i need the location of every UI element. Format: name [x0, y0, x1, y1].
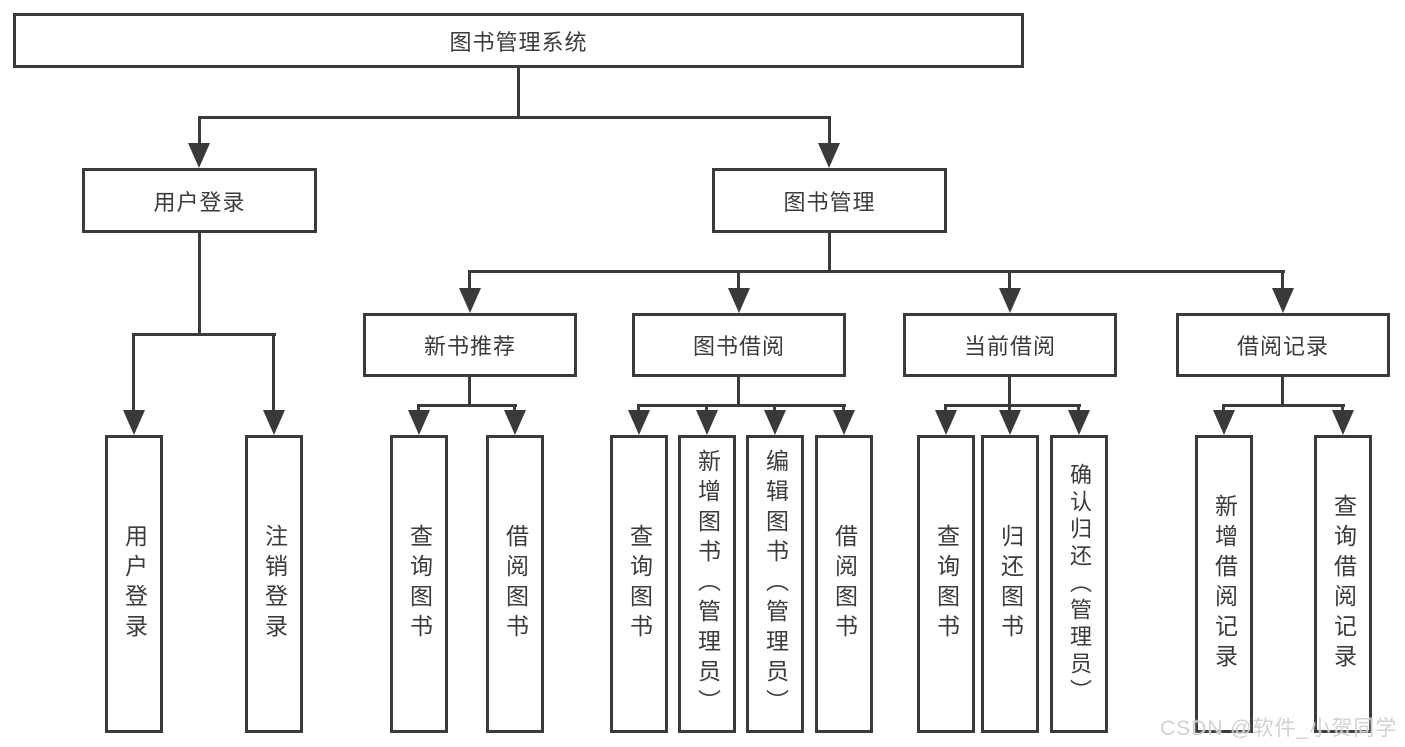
connector-hline — [1222, 404, 1345, 407]
leaf-return-book: 归还图书 — [981, 435, 1039, 733]
leaf-confirm-return-admin: 确认归还（管理员） — [1050, 435, 1108, 733]
connector-hline — [468, 270, 1285, 273]
leaf-user-login: 用户登录 — [105, 435, 163, 733]
csdn-watermark: CSDN @软件_小贺同学 — [1160, 717, 1398, 740]
connector-vline — [198, 116, 201, 148]
leaf-query-book: 查询图书 — [610, 435, 668, 733]
leaf-query-book: 查询图书 — [917, 435, 975, 733]
arrow-down-icon — [1272, 288, 1294, 313]
arrow-down-icon — [188, 143, 210, 168]
connector-vline — [198, 233, 201, 335]
connector-vline — [132, 333, 135, 413]
connector-vline — [468, 270, 471, 294]
node-user-login: 用户登录 — [82, 168, 317, 233]
connector-vline — [1008, 270, 1011, 294]
leaf-borrow-book: 借阅图书 — [486, 435, 544, 733]
connector-vline — [1281, 377, 1284, 407]
connector-vline — [1008, 377, 1011, 407]
node-book-borrow: 图书借阅 — [632, 313, 846, 377]
arrow-down-icon — [728, 288, 750, 313]
arrow-down-icon — [1068, 410, 1090, 435]
connector-hline — [132, 333, 276, 336]
arrow-down-icon — [123, 410, 145, 435]
arrow-down-icon — [1332, 410, 1354, 435]
node-borrow-record: 借阅记录 — [1176, 313, 1390, 377]
arrow-down-icon — [628, 410, 650, 435]
arrow-down-icon — [504, 410, 526, 435]
connector-vline — [272, 333, 275, 413]
node-book-management: 图书管理 — [712, 168, 947, 233]
leaf-query-borrow-record: 查询借阅记录 — [1314, 435, 1372, 733]
arrow-down-icon — [764, 410, 786, 435]
arrow-down-icon — [833, 410, 855, 435]
connector-hline — [417, 404, 517, 407]
leaf-borrow-book: 借阅图书 — [815, 435, 873, 733]
connector-hline — [637, 404, 846, 407]
leaf-query-book: 查询图书 — [390, 435, 448, 733]
arrow-down-icon — [408, 410, 430, 435]
leaf-add-borrow-record: 新增借阅记录 — [1195, 435, 1253, 733]
arrow-down-icon — [263, 410, 285, 435]
arrow-down-icon — [999, 410, 1021, 435]
arrow-down-icon — [696, 410, 718, 435]
connector-vline — [828, 116, 831, 148]
connector-vline — [517, 68, 520, 119]
connector-vline — [468, 377, 471, 407]
connector-vline — [737, 270, 740, 294]
arrow-down-icon — [1213, 410, 1235, 435]
arrow-down-icon — [999, 288, 1021, 313]
arrow-down-icon — [818, 143, 840, 168]
connector-vline — [828, 233, 831, 273]
connector-hline — [944, 404, 1081, 407]
connector-vline — [737, 377, 740, 407]
leaf-add-book-admin: 新增图书（管理员） — [678, 435, 736, 733]
arrow-down-icon — [935, 410, 957, 435]
node-new-book-recommend: 新书推荐 — [363, 313, 577, 377]
connector-hline — [198, 116, 831, 119]
arrow-down-icon — [459, 288, 481, 313]
node-library-management-system: 图书管理系统 — [13, 13, 1024, 68]
node-current-borrow: 当前借阅 — [903, 313, 1117, 377]
connector-vline — [1281, 270, 1284, 294]
leaf-logout: 注销登录 — [245, 435, 303, 733]
leaf-edit-book-admin: 编辑图书（管理员） — [746, 435, 804, 733]
